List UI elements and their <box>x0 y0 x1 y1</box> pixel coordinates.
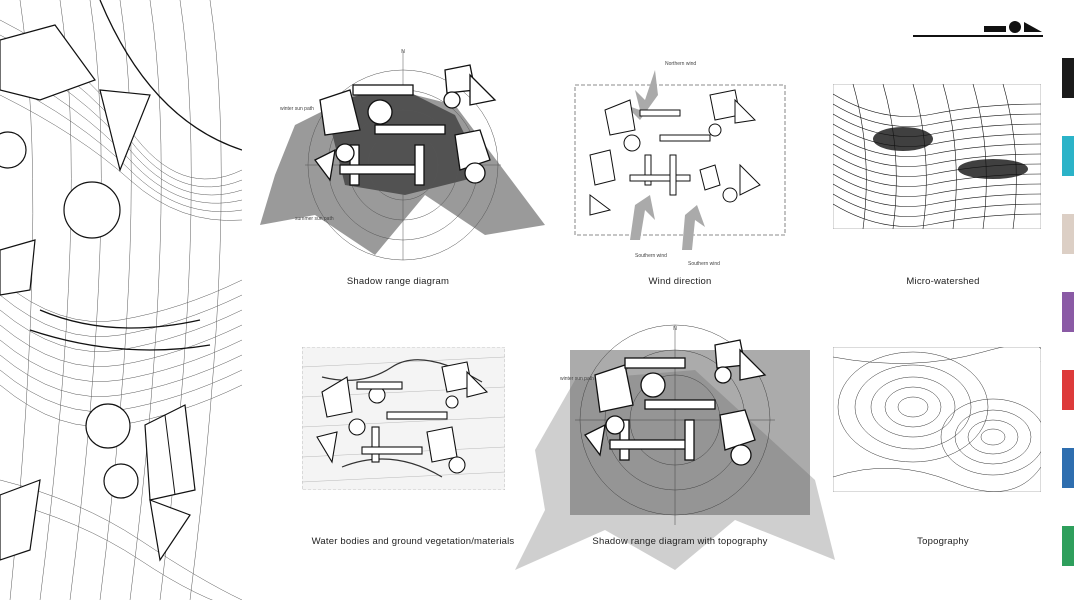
side-tab-green[interactable] <box>1062 526 1074 566</box>
side-tab-blue[interactable] <box>1062 448 1074 488</box>
panel-wind-direction: Northern wind Southern wind Southern win… <box>570 55 790 270</box>
caption-shadow-topography: Shadow range diagram with topography <box>592 536 767 547</box>
panel-shadow-range: N winter sun path summer sun path <box>255 45 555 267</box>
caption-micro-watershed: Micro-watershed <box>906 276 979 287</box>
shadow-topography-diagram: N winter sun path <box>515 320 850 570</box>
caption-shadow-range: Shadow range diagram <box>347 276 449 287</box>
north-label-2: N <box>673 326 677 332</box>
caption-water-bodies: Water bodies and ground vegetation/mater… <box>312 536 515 547</box>
panel-topography <box>833 347 1041 492</box>
shadow-range-diagram: N winter sun path summer sun path <box>255 45 555 267</box>
water-bodies-diagram <box>302 347 505 490</box>
southern-wind-label-1: Southern wind <box>635 253 667 259</box>
panel-micro-watershed <box>833 84 1041 229</box>
wind-direction-diagram: Northern wind Southern wind Southern win… <box>570 55 790 270</box>
side-tab-beige[interactable] <box>1062 214 1074 254</box>
artwork-svg <box>0 0 242 600</box>
panel-shadow-topography: N winter sun path <box>515 320 850 570</box>
side-tab-purple[interactable] <box>1062 292 1074 332</box>
side-tab-red[interactable] <box>1062 370 1074 410</box>
side-tab-black[interactable] <box>1062 58 1074 98</box>
winter-sun-path-label-2: winter sun path <box>560 376 594 382</box>
left-topography-artwork <box>0 0 242 600</box>
topography-diagram <box>833 347 1041 492</box>
panel-water-bodies <box>302 347 505 490</box>
north-label: N <box>401 49 405 55</box>
caption-topography: Topography <box>917 536 969 547</box>
southern-wind-label-2: Southern wind <box>688 261 720 267</box>
side-tab-cyan[interactable] <box>1062 136 1074 176</box>
micro-watershed-diagram <box>833 84 1041 229</box>
northern-wind-label: Northern wind <box>665 61 696 67</box>
brand-logo <box>984 18 1044 36</box>
summer-sun-path-label: summer sun path <box>295 216 334 222</box>
caption-wind-direction: Wind direction <box>649 276 712 287</box>
winter-sun-path-label: winter sun path <box>280 106 314 112</box>
